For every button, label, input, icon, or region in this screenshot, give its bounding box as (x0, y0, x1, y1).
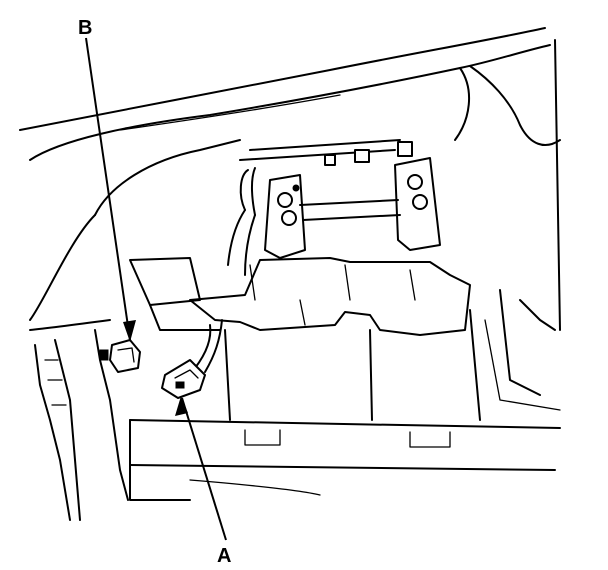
callout-b-label: B (78, 17, 92, 39)
connector-b (99, 339, 141, 373)
arrowhead-a (175, 396, 188, 416)
wire-harness (194, 167, 256, 373)
left-door-edge (34, 329, 129, 521)
leader-line-a (181, 397, 227, 541)
callout-a-label: A (217, 545, 231, 567)
connector-a (161, 359, 206, 399)
leader-line-b (85, 37, 131, 341)
steering-bracket (189, 139, 471, 336)
dashboard-upper-shell (19, 27, 561, 331)
lower-dash-panel (129, 257, 561, 501)
arrowhead-b (123, 320, 136, 342)
